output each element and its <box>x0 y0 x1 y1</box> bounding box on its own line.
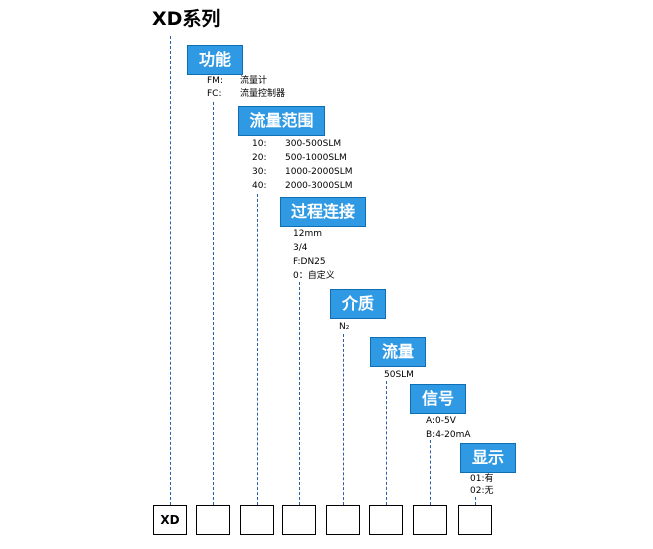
code-cell-signal <box>413 505 447 535</box>
guide-line-flow <box>386 381 387 505</box>
process-connection-option: 0：自定义 <box>293 271 335 281</box>
option-desc: 2000-3000SLM <box>285 181 353 191</box>
flow-option: 50SLM <box>384 370 414 380</box>
process-connection-option: 3/4 <box>293 243 308 253</box>
guide-line-process-connection <box>299 282 300 505</box>
option-code: FM: <box>207 76 223 86</box>
stage-display: 显示 <box>460 443 516 473</box>
signal-option: B:4-20mA <box>426 430 471 440</box>
code-cell-function <box>196 505 230 535</box>
signal-option: A:0-5V <box>426 416 456 426</box>
option-code: FC: <box>207 89 222 99</box>
flow-range-option: 40: 2000-3000SLM <box>252 181 353 192</box>
code-cell-medium <box>326 505 360 535</box>
option-desc: 300-500SLM <box>285 139 342 149</box>
guide-line-signal <box>430 440 431 505</box>
function-option: FM: 流量计 <box>207 76 267 87</box>
guide-line-flow-range <box>257 194 258 505</box>
code-cell-flow <box>369 505 403 535</box>
stage-function: 功能 <box>187 45 243 75</box>
code-cell-flow-range <box>240 505 274 535</box>
medium-option: N₂ <box>339 322 350 332</box>
option-code: 30: <box>252 167 267 177</box>
guide-line-series <box>170 36 171 505</box>
function-option: FC: 流量控制器 <box>207 89 285 100</box>
stage-process-connection: 过程连接 <box>280 197 366 227</box>
flow-range-option: 20: 500-1000SLM <box>252 153 347 164</box>
process-connection-option: F:DN25 <box>293 257 326 267</box>
guide-line-function <box>213 102 214 505</box>
display-option: 01:有 <box>470 474 494 484</box>
code-cell-series: XD <box>153 505 187 535</box>
code-cell-display <box>458 505 492 535</box>
stage-medium: 介质 <box>330 289 386 319</box>
stage-flow-range: 流量范围 <box>238 106 325 136</box>
code-cell-process-connection <box>282 505 316 535</box>
diagram-title: XD系列 <box>152 8 221 30</box>
flow-range-option: 30: 1000-2000SLM <box>252 167 353 178</box>
guide-line-medium <box>343 334 344 505</box>
option-code: 10: <box>252 139 267 149</box>
option-code: 20: <box>252 153 267 163</box>
option-code: 40: <box>252 181 267 191</box>
stage-flow: 流量 <box>370 337 426 367</box>
option-desc: 流量计 <box>240 76 268 86</box>
option-desc: 500-1000SLM <box>285 153 347 163</box>
option-desc: 1000-2000SLM <box>285 167 353 177</box>
flow-range-option: 10: 300-500SLM <box>252 139 341 150</box>
option-desc: 流量控制器 <box>240 89 286 99</box>
process-connection-option: 12mm <box>293 229 322 239</box>
display-option: 02:无 <box>470 486 494 496</box>
guide-line-display <box>475 497 476 505</box>
stage-signal: 信号 <box>410 384 466 414</box>
